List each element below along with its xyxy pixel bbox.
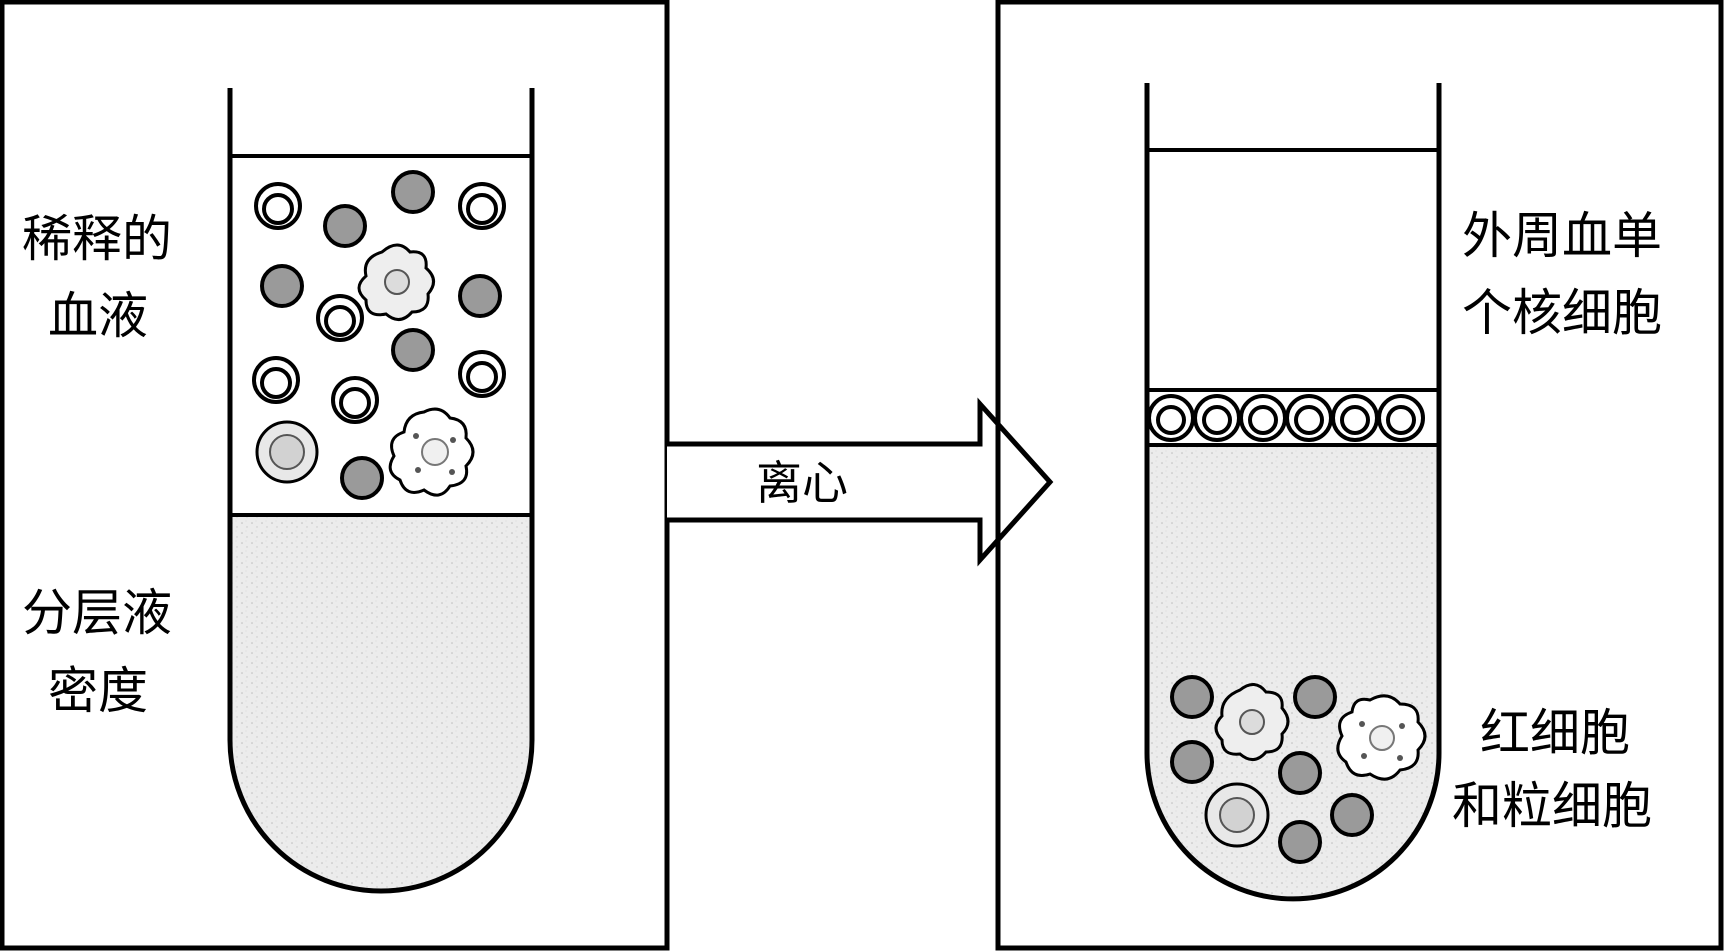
left-test-tube bbox=[227, 88, 535, 894]
left-panel: 稀释的 血液 分层液 密度 bbox=[0, 0, 670, 951]
red-blood-cell bbox=[1170, 740, 1214, 784]
mononuclear-cell bbox=[1285, 394, 1333, 442]
mononuclear-cell bbox=[1331, 394, 1379, 442]
ringed-cell bbox=[316, 294, 364, 342]
mononuclear-cell bbox=[1193, 394, 1241, 442]
red-blood-cell bbox=[1278, 820, 1322, 864]
density-medium-label-line2: 密度 bbox=[48, 662, 148, 720]
mononuclear-cell-band bbox=[1147, 394, 1425, 442]
mononuclear-cell bbox=[1239, 394, 1287, 442]
pbmc-label-line1: 外周血单 bbox=[1462, 207, 1662, 265]
right-test-tube bbox=[1144, 83, 1442, 902]
mononuclear-cell bbox=[1147, 394, 1195, 442]
sedimented-cells bbox=[1170, 675, 1427, 864]
diluted-blood-label-line1: 稀释的 bbox=[22, 210, 172, 268]
separated-density-medium bbox=[1149, 445, 1437, 897]
red-blood-cell bbox=[323, 204, 367, 248]
density-medium-label-line1: 分层液 bbox=[22, 584, 172, 642]
red-blood-cell bbox=[458, 274, 502, 318]
right-panel: 外周血单 个核细胞 红细胞 和粒细胞 bbox=[995, 0, 1724, 951]
rbc-granulocyte-label-line2: 和粒细胞 bbox=[1452, 777, 1652, 835]
mononuclear-cell bbox=[1377, 394, 1425, 442]
centrifuge-label: 离心 bbox=[756, 456, 848, 510]
arrow-shape bbox=[667, 397, 1054, 567]
red-blood-cell bbox=[260, 264, 304, 308]
ringed-cell bbox=[254, 182, 302, 230]
ringed-cell bbox=[458, 182, 506, 230]
red-blood-cell bbox=[1170, 675, 1214, 719]
right-panel-frame bbox=[995, 0, 1724, 951]
red-blood-cell bbox=[1330, 793, 1374, 837]
centrifuge-arrow: 离心 bbox=[667, 397, 1054, 567]
pbmc-label-line2: 个核细胞 bbox=[1462, 284, 1662, 342]
ringed-cell bbox=[252, 356, 300, 404]
density-medium bbox=[232, 515, 530, 889]
granulocyte-cell bbox=[1214, 683, 1290, 761]
granulocyte-cell bbox=[357, 243, 435, 321]
red-blood-cell bbox=[391, 170, 435, 214]
red-blood-cell bbox=[1278, 751, 1322, 795]
red-blood-cell bbox=[391, 328, 435, 372]
rbc-granulocyte-label-line1: 红细胞 bbox=[1480, 704, 1630, 762]
red-blood-cell bbox=[1293, 675, 1337, 719]
granulocyte-cell bbox=[1336, 694, 1427, 781]
monocyte-cell bbox=[255, 420, 319, 484]
granulocyte-cell bbox=[388, 407, 475, 497]
ringed-cell bbox=[458, 350, 506, 398]
red-blood-cell bbox=[340, 456, 384, 500]
monocyte-cell bbox=[1204, 782, 1270, 848]
diluted-blood-label-line2: 血液 bbox=[48, 287, 148, 345]
ringed-cell bbox=[331, 376, 379, 424]
diluted-blood-cells bbox=[252, 170, 506, 500]
